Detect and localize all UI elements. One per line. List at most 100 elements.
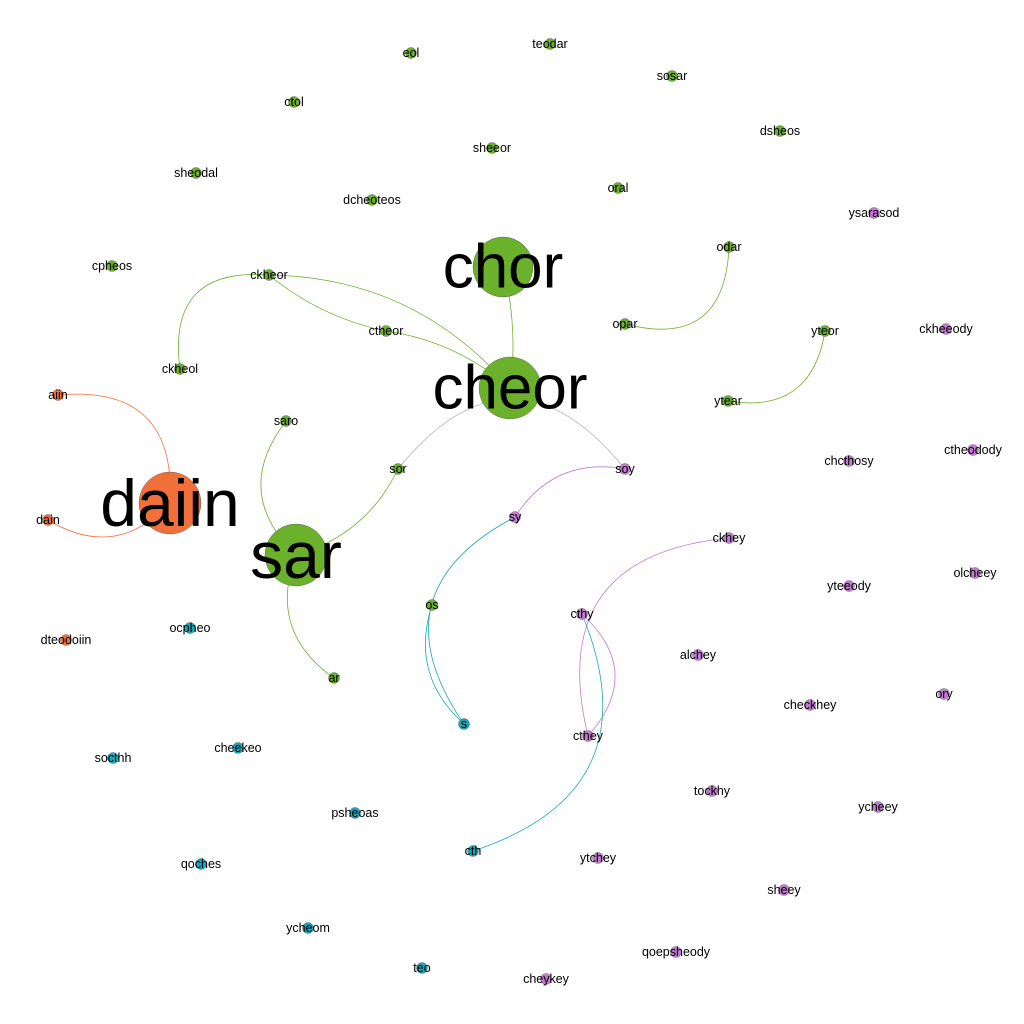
node-label-cheykey: cheykey [523,972,570,986]
node-label-psheoas: psheoas [331,806,378,820]
node-label-cthy: cthy [571,607,595,621]
node-qoepsheody [670,946,682,958]
node-label-cthey: cthey [573,729,604,743]
node-alchey [692,649,704,661]
node-label-ckhey: ckhey [713,531,746,545]
node-chor [472,236,534,298]
node-ctheodody [967,444,979,456]
node-ysarasod [868,207,880,219]
node-psheoas [349,807,361,819]
nodes-layer [42,38,981,985]
node-label-socthh: socthh [95,751,132,765]
node-cth [467,845,479,857]
node-label-dcheoteos: dcheoteos [343,193,401,207]
edge-ckheor-ctheor [268,274,387,332]
node-label-daiin: daiin [100,466,239,540]
node-qoches [195,858,207,870]
node-label-dain: dain [36,513,60,527]
node-label-sar: sar [250,518,342,592]
node-label-yteor: yteor [811,324,839,338]
node-label-ycheey: ycheey [858,800,898,814]
node-cthy [576,608,588,620]
node-label-ar: ar [328,671,339,685]
node-ar [328,672,340,684]
node-label-teo: teo [413,961,430,975]
node-chcthosy [843,455,855,467]
node-yteeody [843,580,855,592]
node-ycheey [872,801,884,813]
node-ocpheo [184,622,196,634]
node-label-cheekeo: cheekeo [214,741,261,755]
node-label-yteeody: yteeody [827,579,872,593]
edge-ckhey-cthey [579,537,730,737]
edge-ckheor-cheor [268,274,511,389]
edge-ckheor-ckheol [178,274,270,370]
node-cthey [582,730,594,742]
node-odar [723,241,735,253]
edge-yteor-ytear [727,330,826,404]
edge-os-s [425,604,465,725]
node-label-ytchey: ytchey [580,851,617,865]
node-label-opar: opar [612,317,637,331]
node-label-chcthosy: chcthosy [824,454,874,468]
edge-cthy-cth [472,613,604,852]
node-label-tockhy: tockhy [694,784,731,798]
node-socthh [107,752,119,764]
node-opar [619,318,631,330]
node-yteor [819,325,831,337]
node-os [426,599,438,611]
node-label-teodar: teodar [532,37,567,51]
node-label-ytear: ytear [714,394,742,408]
node-ytear [722,395,734,407]
edges-layer [47,246,826,852]
node-cheor [478,356,542,420]
edge-cthy-cthey [581,613,616,737]
node-label-sor: sor [389,462,406,476]
node-teodar [544,38,556,50]
node-label-alchey: alchey [680,648,717,662]
node-ctheor [380,325,392,337]
edge-odar-opar [624,246,730,330]
node-sheey [778,884,790,896]
node-label-sheey: sheey [767,883,801,897]
node-label-ckheeody: ckheeody [919,322,973,336]
node-label-qoepsheody: qoepsheody [642,945,711,959]
node-label-ysarasod: ysarasod [849,206,900,220]
node-label-dteodoiin: dteodoiin [41,633,92,647]
node-label-odar: odar [716,240,741,254]
node-oral [612,182,624,194]
edge-sy-s [428,516,516,725]
node-label-sy: sy [509,510,522,524]
node-olcheey [969,567,981,579]
node-sosar [666,70,678,82]
node-label-aiin: aiin [48,388,68,402]
node-dain [42,514,54,526]
node-label-cheor: cheor [432,354,587,423]
node-sar [264,523,328,587]
node-aiin [52,389,64,401]
node-label-sheodal: sheodal [174,166,218,180]
node-label-qoches: qoches [181,857,221,871]
node-label-sosar: sosar [657,69,688,83]
node-tockhy [706,785,718,797]
node-label-oral: oral [608,181,629,195]
node-teo [416,962,428,974]
node-dsheos [774,125,786,137]
node-dteodoiin [60,634,72,646]
node-ckhey [723,532,735,544]
node-label-ctheor: ctheor [369,324,404,338]
node-dcheoteos [366,194,378,206]
node-ytchey [592,852,604,864]
node-cheekeo [232,742,244,754]
node-s [458,718,470,730]
node-ctol [288,96,300,108]
node-label-ckheol: ckheol [162,362,198,376]
node-label-dsheos: dsheos [760,124,800,138]
node-label-ckheor: ckheor [250,268,288,282]
node-sy [509,511,521,523]
labels-layer: chorcheordaiinsareolteodarsosarctoldsheo… [36,37,1002,986]
node-label-ctheodody: ctheodody [944,443,1002,457]
node-ckheeody [940,323,952,335]
node-label-ory: ory [935,687,953,701]
node-sheeor [486,142,498,154]
